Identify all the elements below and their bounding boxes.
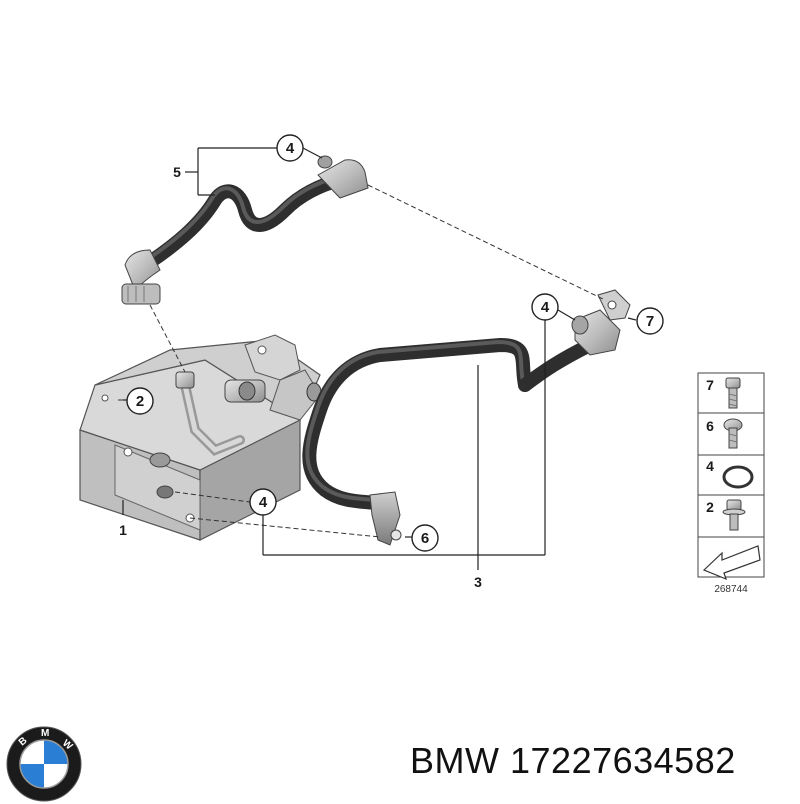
callout-clamp-right-text: 7 — [646, 313, 654, 330]
callout-ring-right: 4 — [531, 293, 559, 321]
callout-ring-lower-text: 4 — [259, 494, 268, 511]
caption-brand: BMW — [410, 740, 500, 781]
o-ring-icon — [722, 465, 754, 489]
label-upper-line: 5 — [173, 164, 181, 180]
collar-screw-icon — [722, 499, 746, 531]
callout-screw-bottom: 6 — [411, 524, 439, 552]
caption-part-number: 17227634582 — [510, 740, 736, 781]
bolt-icon — [725, 377, 741, 409]
legend-row-bolt: 7 — [706, 377, 741, 409]
callout-screw-left: 2 — [126, 387, 154, 415]
callout-screw-left-text: 2 — [136, 393, 144, 410]
label-lower-line: 3 — [474, 574, 482, 590]
legend-num-screw: 6 — [706, 418, 714, 434]
legend-num-o-ring: 4 — [706, 458, 714, 474]
legend-row-collar-screw: 2 — [706, 499, 746, 531]
diagram-number: 268744 — [714, 584, 748, 595]
lower-line-right-fitting — [571, 289, 631, 356]
parts-legend: 7 6 4 — [697, 372, 765, 595]
label-oil-cooler: 1 — [119, 522, 127, 538]
leader-lines — [122, 147, 637, 570]
callout-ring-upper: 4 — [276, 134, 304, 162]
upper-line-right-fitting — [317, 155, 369, 199]
lower-oil-line[interactable] — [302, 289, 631, 546]
legend-num-bolt: 7 — [706, 377, 714, 393]
legend-num-collar-screw: 2 — [706, 499, 714, 515]
callout-clamp-right: 7 — [636, 307, 664, 335]
lower-line-bottom-bracket — [369, 491, 402, 546]
upper-line-left-fitting — [121, 249, 161, 305]
part-caption: BMW 17227634582 — [410, 740, 736, 782]
upper-oil-line[interactable] — [121, 155, 369, 305]
svg-text:M: M — [41, 728, 49, 739]
legend-row-screw: 6 — [706, 418, 743, 449]
callout-ring-upper-text: 4 — [286, 140, 295, 157]
direction-arrow-icon — [702, 545, 761, 581]
bmw-logo-icon: B M W — [6, 726, 82, 802]
oil-cooler[interactable] — [79, 334, 322, 541]
legend-row-o-ring: 4 — [706, 458, 754, 489]
callout-screw-bottom-text: 6 — [421, 530, 429, 547]
callout-ring-lower: 4 — [249, 488, 277, 516]
callout-ring-right-text: 4 — [541, 299, 550, 316]
screw-icon — [723, 418, 743, 449]
